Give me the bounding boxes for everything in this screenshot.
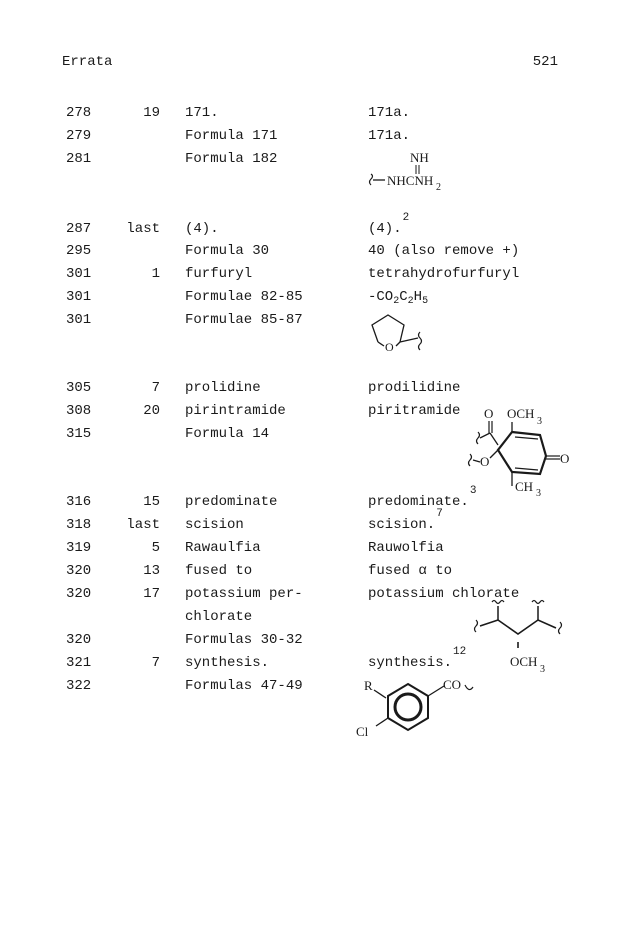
row-page: 281 bbox=[66, 151, 92, 167]
row-error: Formulae 85-87 bbox=[185, 312, 303, 328]
spiro-och3-sub: 3 bbox=[537, 416, 542, 427]
row-line: 13 bbox=[143, 563, 160, 579]
spiro-o1-label: O bbox=[484, 406, 493, 421]
row-page: 279 bbox=[66, 128, 92, 144]
formula-spiro: O OCH 3 O O CH 3 bbox=[460, 400, 580, 505]
row-page: 320 bbox=[66, 632, 92, 648]
row-correction: tetrahydrofurfuryl bbox=[368, 266, 520, 282]
row-line: 7 bbox=[151, 380, 160, 396]
row-correction: 40 (also remove +) bbox=[368, 243, 520, 259]
row-error: synthesis. bbox=[185, 655, 270, 671]
row-page: 320 bbox=[66, 563, 92, 579]
row-page: 320 bbox=[66, 586, 92, 602]
row-correction: scision. bbox=[368, 517, 436, 533]
row-correction: 171a. bbox=[368, 105, 411, 121]
thf-oxygen-label: O bbox=[385, 340, 394, 354]
row-error: Formula 14 bbox=[185, 426, 270, 442]
row-correction: (4). bbox=[368, 221, 402, 237]
row-correction: Rauwolfia bbox=[368, 540, 444, 556]
row-error: (4). bbox=[185, 221, 219, 237]
formula-benzene: R CO Cl bbox=[354, 676, 484, 742]
row-page: 287 bbox=[66, 221, 92, 237]
guanidine-base-label: NHCNH bbox=[387, 173, 433, 188]
chain-och3-sub: 3 bbox=[540, 664, 545, 675]
benzene-r-label: R bbox=[364, 678, 373, 693]
row-error: Formula 30 bbox=[185, 243, 270, 259]
row-line: 1 bbox=[151, 266, 160, 282]
row-page: 295 bbox=[66, 243, 92, 259]
spiro-o3-label: O bbox=[560, 451, 569, 466]
row-correction: piritramide bbox=[368, 403, 461, 419]
row-page: 278 bbox=[66, 105, 92, 121]
row-page: 305 bbox=[66, 380, 92, 396]
row-correction: 171a. bbox=[368, 128, 411, 144]
row-error: Formulas 47-49 bbox=[185, 678, 303, 694]
row-correction: synthesis. bbox=[368, 655, 453, 671]
row-page: 301 bbox=[66, 266, 92, 282]
row-error: Formulae 82-85 bbox=[185, 289, 303, 305]
guanidine-nh-label: NH bbox=[410, 150, 429, 165]
row-line: 20 bbox=[143, 403, 160, 419]
spiro-o2-label: O bbox=[480, 454, 489, 469]
row-error: furfuryl bbox=[185, 266, 253, 282]
chain-och3-label: OCH bbox=[510, 654, 537, 669]
row-correction: predominate. bbox=[368, 494, 469, 510]
row-page: 319 bbox=[66, 540, 92, 556]
formula-tetrahydrofuran: O bbox=[366, 310, 436, 360]
row-page: 316 bbox=[66, 494, 92, 510]
row-correction: fused α to bbox=[368, 563, 453, 579]
row-correction: potassium chlorate bbox=[368, 586, 520, 602]
formula-chain: OCH 3 bbox=[470, 596, 570, 686]
row-line: 15 bbox=[143, 494, 160, 510]
row-page: 308 bbox=[66, 403, 92, 419]
benzene-cl-label: Cl bbox=[356, 724, 369, 739]
row-correction-footnote: 12 bbox=[453, 646, 467, 658]
benzene-co-label: CO bbox=[443, 677, 461, 692]
row-correction: prodilidine bbox=[368, 380, 461, 396]
row-page: 301 bbox=[66, 289, 92, 305]
row-line: last bbox=[126, 221, 160, 237]
row-page: 315 bbox=[66, 426, 92, 442]
row-error: fused to bbox=[185, 563, 253, 579]
row-error: potassium per- bbox=[185, 586, 303, 602]
row-correction-footnote: 2 bbox=[402, 212, 410, 224]
running-header-title: Errata bbox=[62, 54, 113, 70]
formula-ester: -CO2C2H5 bbox=[368, 289, 429, 307]
formula-guanidine: NH NHCNH 2 bbox=[368, 148, 448, 196]
row-error: Formula 182 bbox=[185, 151, 278, 167]
row-page: 301 bbox=[66, 312, 92, 328]
row-error: prolidine bbox=[185, 380, 261, 396]
row-correction-footnote: 3 bbox=[469, 485, 477, 497]
spiro-ch3-sub: 3 bbox=[536, 488, 541, 499]
row-error: 171. bbox=[185, 105, 219, 121]
row-error: Formulas 30-32 bbox=[185, 632, 303, 648]
row-page: 322 bbox=[66, 678, 92, 694]
row-page: 321 bbox=[66, 655, 92, 671]
row-error: scision bbox=[185, 517, 244, 533]
row-error: Rawaulfia bbox=[185, 540, 261, 556]
row-line: 7 bbox=[151, 655, 160, 671]
page-number: 521 bbox=[532, 54, 558, 70]
spiro-och3-label: OCH bbox=[507, 406, 534, 421]
row-page: 318 bbox=[66, 517, 92, 533]
row-line: last bbox=[126, 517, 160, 533]
spiro-ch3-label: CH bbox=[515, 479, 533, 494]
row-line: 19 bbox=[143, 105, 160, 121]
guanidine-sub-label: 2 bbox=[436, 182, 441, 193]
row-error: Formula 171 bbox=[185, 128, 278, 144]
row-line: 17 bbox=[143, 586, 160, 602]
row-error: predominate bbox=[185, 494, 278, 510]
row-line: 5 bbox=[151, 540, 160, 556]
row-error: pirintramide bbox=[185, 403, 286, 419]
row-error: chlorate bbox=[185, 609, 253, 625]
row-correction-footnote: 7 bbox=[436, 508, 443, 520]
